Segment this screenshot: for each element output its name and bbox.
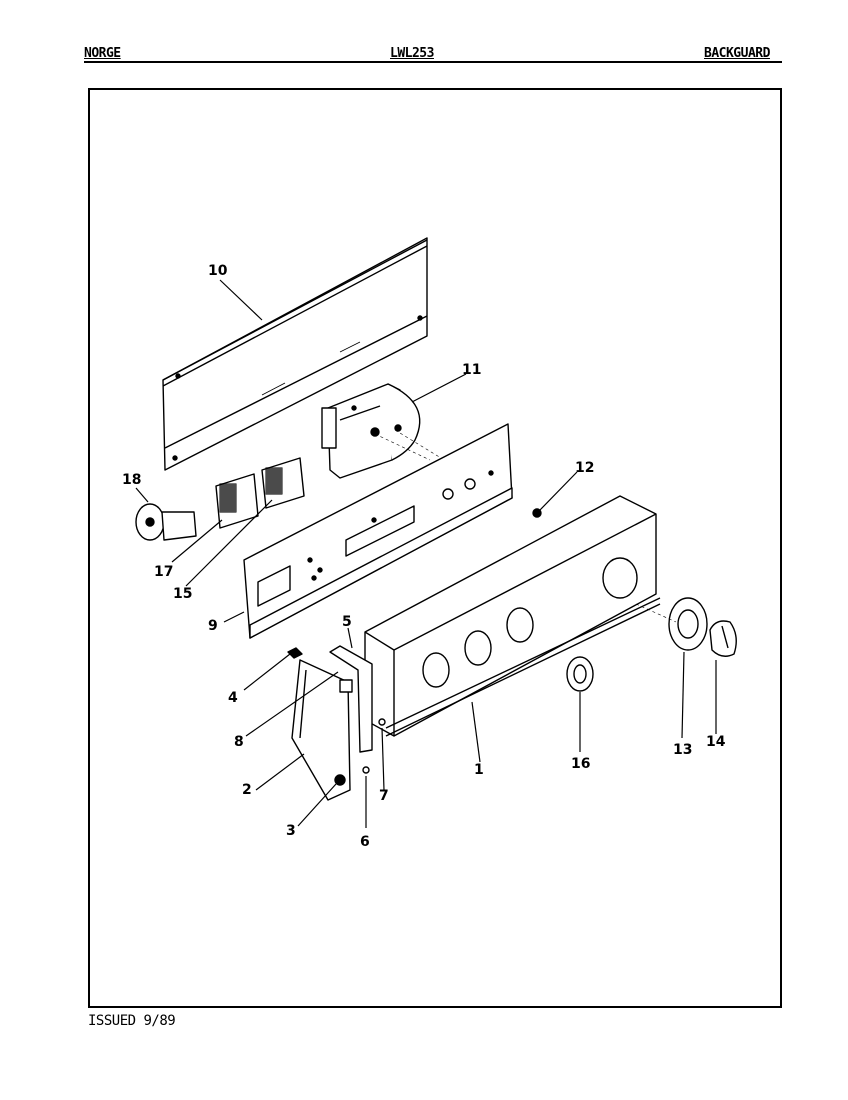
part-3-clip — [334, 774, 346, 786]
part-18-switch — [135, 503, 197, 541]
callout-14: 14 — [706, 734, 726, 750]
header-rule — [84, 61, 782, 63]
callout-12: 12 — [575, 460, 594, 476]
callout-15: 15 — [173, 586, 192, 602]
callout-3: 3 — [286, 823, 296, 839]
model-label: LWL253 — [390, 46, 434, 61]
brand-label: NORGE — [84, 46, 121, 61]
leader-lines — [135, 279, 717, 828]
part-9-control-panel — [243, 423, 513, 639]
callout-4: 4 — [228, 690, 238, 706]
callout-11: 11 — [462, 362, 481, 378]
part-1-backguard — [364, 495, 661, 737]
part-14-knob — [709, 620, 737, 657]
part-4-clip — [287, 647, 303, 659]
callout-1: 1 — [474, 762, 484, 778]
callout-6: 6 — [360, 834, 370, 850]
part-5-bracket — [329, 645, 373, 774]
issued-date: ISSUED 9/89 — [88, 1013, 176, 1029]
callout-5: 5 — [342, 614, 352, 630]
part-11-timer — [321, 383, 511, 501]
part-16-knob — [566, 656, 594, 692]
callout-7: 7 — [379, 788, 389, 804]
part-2-end-cap — [291, 659, 386, 801]
callout-17: 17 — [154, 564, 173, 580]
section-label: BACKGUARD — [704, 46, 770, 61]
part-15-switch — [261, 457, 305, 509]
part-13-dial — [635, 597, 708, 651]
part-17-switch — [215, 473, 259, 529]
diagram-frame — [88, 88, 782, 1008]
callout-13: 13 — [673, 742, 692, 758]
callout-18: 18 — [122, 472, 141, 488]
callout-labels: 1 2 3 4 5 6 7 8 9 10 11 12 13 14 15 16 1… — [122, 263, 726, 850]
part-12-screw — [532, 508, 542, 518]
part-10-rear-panel — [162, 237, 428, 471]
callout-10: 10 — [208, 263, 228, 279]
callout-2: 2 — [242, 782, 252, 798]
callout-9: 9 — [208, 618, 218, 634]
callout-8: 8 — [234, 734, 244, 750]
callout-16: 16 — [571, 756, 590, 772]
